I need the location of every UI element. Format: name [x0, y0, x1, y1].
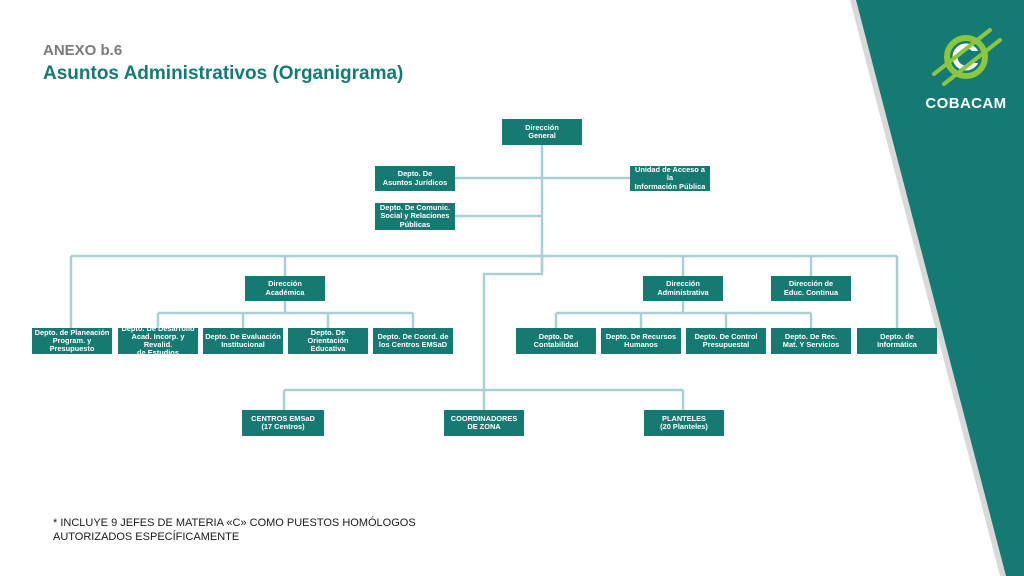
box-comunicacion-social: Depto. De Comunic. Social y Relaciones P…	[375, 203, 455, 230]
box-direccion-administrativa: Dirección Administrativa	[643, 276, 723, 301]
box-desarrollo-academico: Depto. De Desarrollo Acad. Incorp. y Rev…	[118, 324, 198, 357]
box-recursos-humanos: Depto. De Recursos Humanos	[601, 328, 681, 354]
page-title: Asuntos Administrativos (Organigrama)	[43, 63, 404, 84]
box-orientacion: Depto. De Orientación Educativa	[288, 328, 368, 354]
box-direccion-general: Dirección General	[502, 119, 582, 145]
box-recursos-materiales: Depto. De Rec. Mat. Y Servicios	[771, 328, 851, 354]
box-contabilidad: Depto. De Contabilidad	[516, 328, 596, 354]
box-planteles: PLANTELES (20 Planteles)	[644, 410, 724, 436]
box-planeacion: Depto. de Planeación Program. y Presupue…	[32, 328, 112, 354]
brand-name: COBACAM	[925, 95, 1007, 112]
footnote: * INCLUYE 9 JEFES DE MATERIA «C» COMO PU…	[53, 517, 416, 543]
box-evaluacion: Depto. De Evaluación Institucional	[203, 328, 283, 354]
box-direccion-academica: Dirección Académica	[245, 276, 325, 301]
cobacam-c-logo-icon	[932, 28, 1002, 86]
box-direccion-educ-continua: Dirección de Educ. Continua	[771, 276, 851, 301]
box-centros-emsad: CENTROS EMSaD (17 Centros)	[242, 410, 324, 436]
box-asuntos-juridicos: Depto. De Asuntos Jurídicos	[375, 166, 455, 191]
annex-label: ANEXO b.6	[43, 42, 123, 59]
box-coord-emsad: Depto. De Coord. de los Centros EMSaD	[373, 328, 453, 354]
box-acceso-informacion: Unidad de Acceso a la Información Públic…	[630, 166, 710, 191]
box-informatica: Depto. de Informática	[857, 328, 937, 354]
box-control-presupuestal: Depto. De Control Presupuestal	[686, 328, 766, 354]
box-coordinadores-zona: COORDINADORES DE ZONA	[444, 410, 524, 436]
